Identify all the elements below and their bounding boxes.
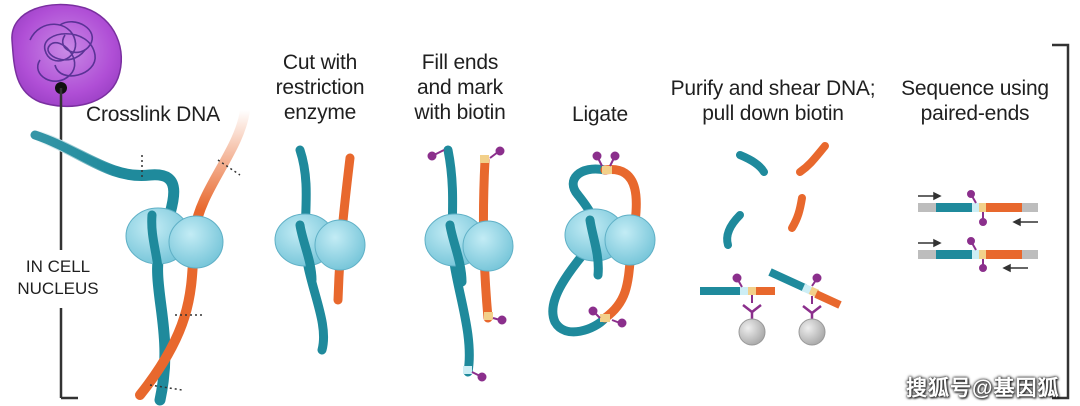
step-label-shear: Purify and shear DNA; pull down biotin <box>670 77 876 125</box>
step-label-sequence: Sequence using paired-ends <box>901 77 1049 125</box>
right-bracket <box>1052 43 1070 400</box>
step-sequence-illustration <box>918 190 1038 273</box>
step-crosslink-illustration <box>29 105 250 406</box>
step-ligate-illustration <box>548 151 656 337</box>
step-label-crosslink: Crosslink DNA <box>86 103 220 126</box>
step-shear-illustration <box>700 142 842 346</box>
step-label-biotin: Fill ends and mark with biotin <box>414 51 506 124</box>
read-pair-1 <box>918 190 1038 227</box>
step-biotin-illustration <box>424 145 514 382</box>
step-label-cut: Cut with restriction enzyme <box>275 51 365 124</box>
in-cell-nucleus-label: IN CELL NUCLEUS <box>8 256 108 300</box>
cell-nucleus <box>11 3 123 108</box>
step-label-ligate: Ligate <box>571 103 629 126</box>
watermark: 搜狐号@基因狐 <box>906 377 1060 400</box>
step-cut-illustration <box>274 145 366 355</box>
nucleus-bracket <box>59 88 78 400</box>
read-pair-2 <box>918 237 1038 273</box>
